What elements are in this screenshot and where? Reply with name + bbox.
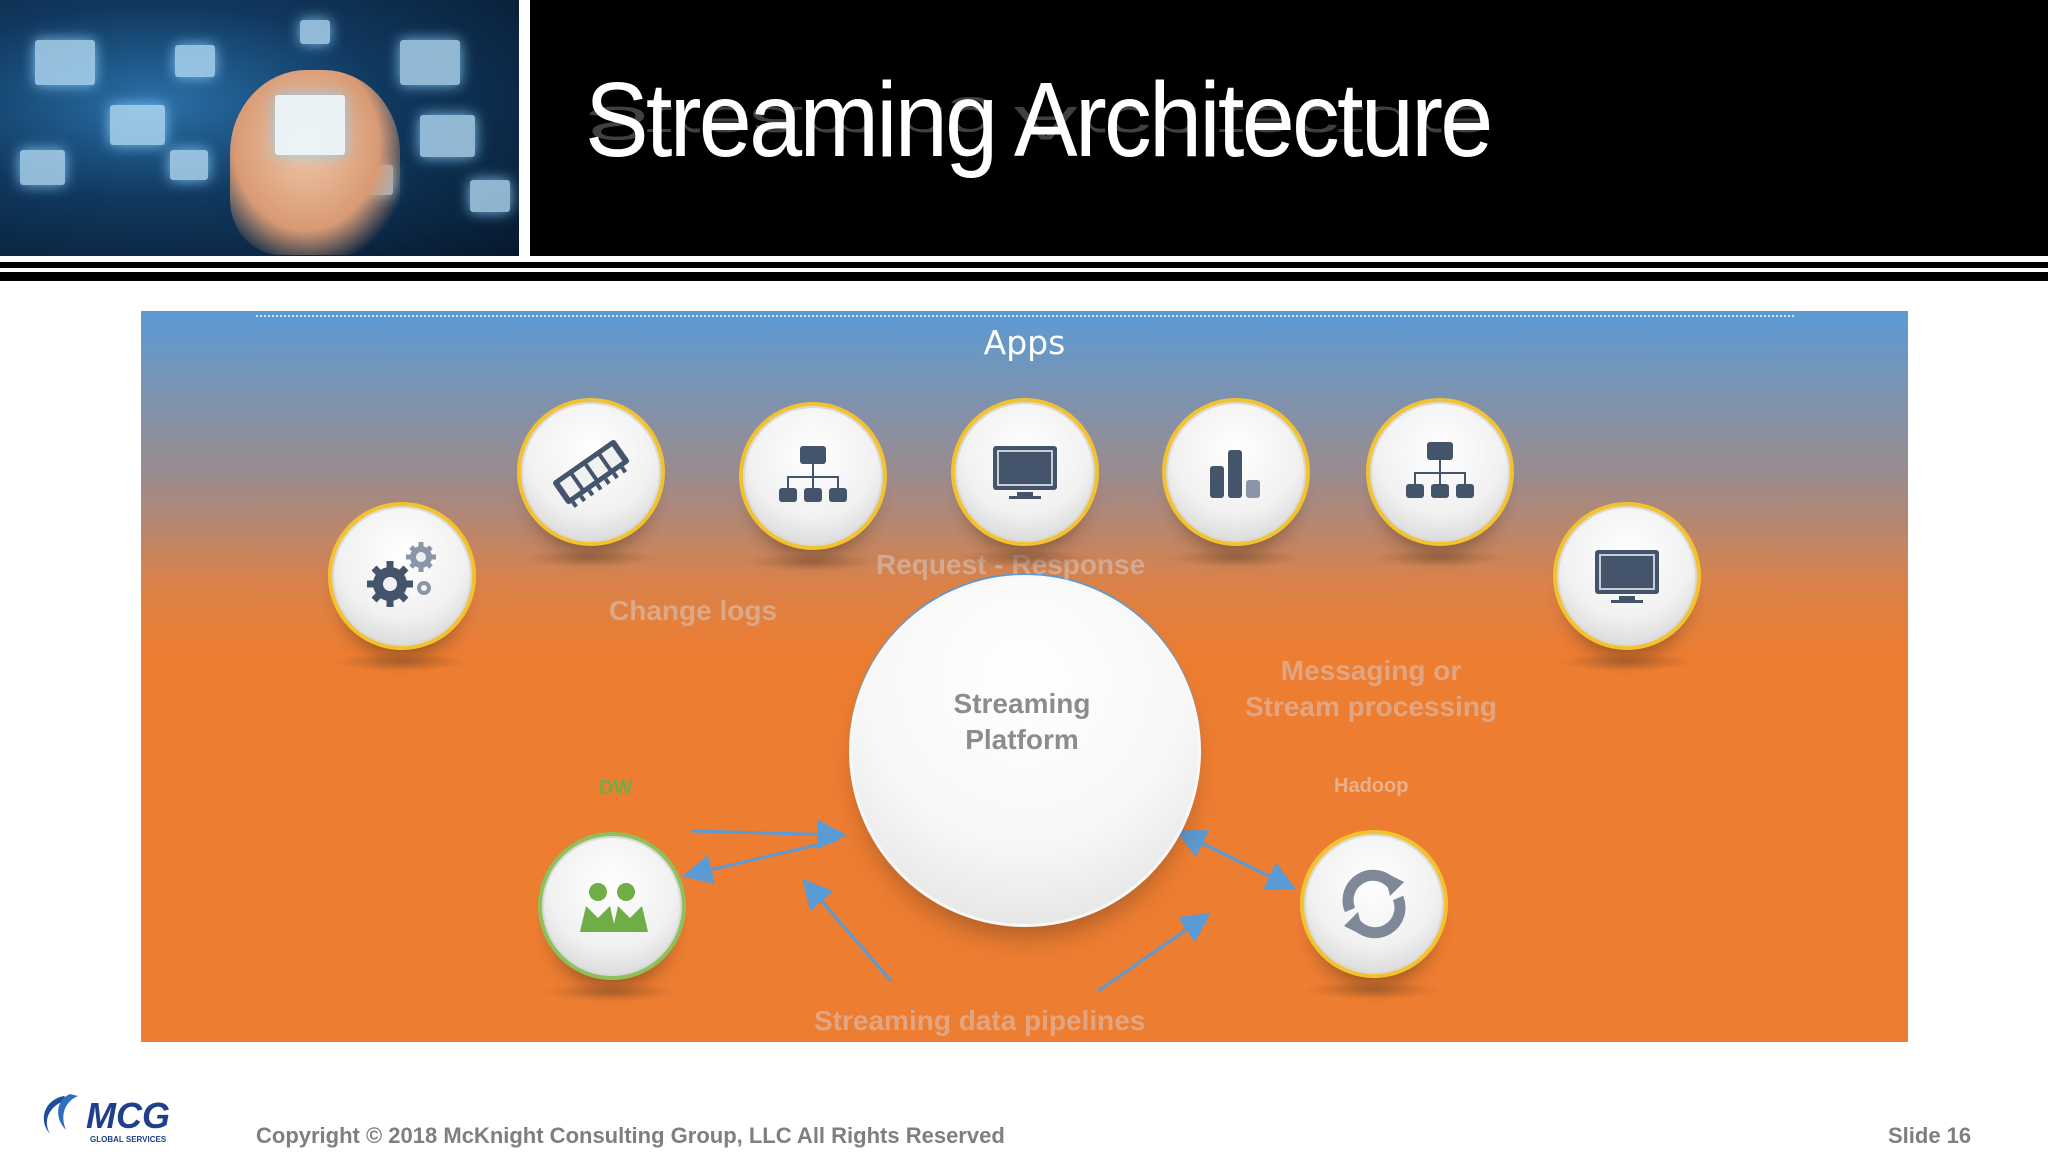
monitor-icon [1595,550,1659,603]
people-icon [580,883,648,932]
slide-title: Streaming Architecture [585,61,1493,179]
messaging-label-line2: Stream processing [1244,691,1498,722]
request-response-label: Request - Response [876,549,1146,580]
node-shadow [1369,549,1509,567]
streaming-platform-circle [849,575,1201,927]
platform-label-line2: Platform [965,724,1079,755]
node-shadow [742,553,882,571]
node-hierarchy-2 [1366,398,1514,546]
connector-arrows [682,819,1297,993]
node-chart [1162,398,1310,546]
node-hierarchy-1 [739,402,887,550]
node-shadow [1303,981,1443,999]
bar-chart-icon [1210,450,1260,498]
node-gears [328,502,476,650]
node-monitor-1 [951,398,1099,546]
change-logs-label: Change logs [609,595,778,626]
hierarchy-icon [779,446,847,502]
node-monitor-2 [1553,502,1701,650]
node-shadow [541,983,681,1001]
slide-title-reflection: Streaming Architecture [585,96,1491,150]
messaging-label-line1: Messaging or [1280,655,1462,686]
arrow-platform-to-dw [682,838,839,885]
sync-icon [1342,869,1406,939]
node-shadow [520,549,660,567]
slide-number: Slide 16 [1888,1123,1972,1148]
node-shadow [1556,653,1696,671]
node-dw [538,832,686,980]
node-shadow [1165,549,1305,567]
arrow-pipeline-left [802,878,893,982]
pipelines-label: Streaming data pipelines [814,1005,1146,1036]
hierarchy-icon [1406,442,1474,498]
logo-text: MCG [86,1095,170,1136]
platform-label-line1: Streaming [953,688,1091,719]
mcg-logo: MCG GLOBAL SERVICES [43,1094,170,1144]
monitor-icon [993,446,1057,499]
node-hadoop [1300,830,1448,978]
logo-subtext: GLOBAL SERVICES [90,1135,167,1144]
node-memory [517,398,665,546]
arrow-pipeline-right [1097,912,1211,993]
arrow-hadoop-to-platform [1175,830,1292,889]
title-bar [530,0,2048,256]
divider-line-thick [0,272,2048,281]
apps-label: Apps [983,323,1066,362]
node-shadow [954,549,1094,567]
node-shadow [331,653,471,671]
messaging-label: Messaging or Stream processing [1231,653,1511,725]
dw-label: DW [599,777,633,799]
gears-icon [367,542,436,607]
hadoop-label: Hadoop [1334,775,1409,797]
dotted-divider [256,315,1794,317]
header-image [0,0,519,256]
divider-line [0,262,2048,268]
copyright-text: Copyright © 2018 McKnight Consulting Gro… [256,1123,1005,1148]
architecture-diagram: Apps Streaming Platform Request - Respon… [141,311,1908,1042]
arrow-dw-to-platform [690,819,847,850]
streaming-platform-label: Streaming Platform [849,686,1195,758]
memory-chip-icon [553,439,629,508]
